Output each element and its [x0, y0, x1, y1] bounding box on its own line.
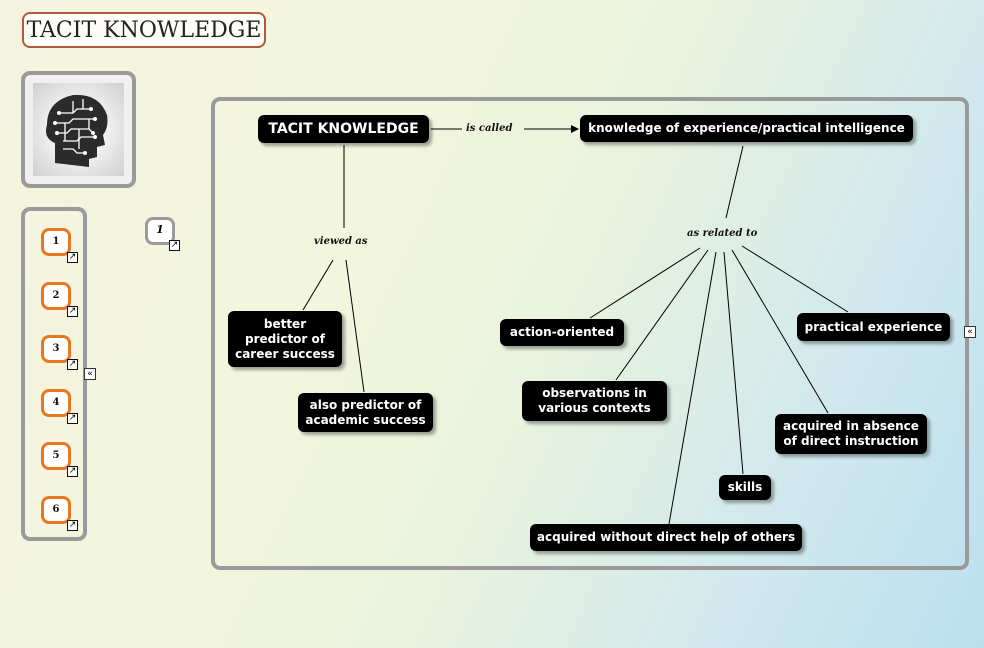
nav-item-5[interactable]: 5 [41, 442, 71, 470]
external-link-icon[interactable]: ↗ [67, 520, 78, 531]
nav-item-3[interactable]: 3 [41, 335, 71, 363]
nav-item-6[interactable]: 6 [41, 496, 71, 524]
concept-observations[interactable]: observations in various contexts [522, 381, 667, 421]
nav-item-4[interactable]: 4 [41, 389, 71, 417]
external-link-icon[interactable]: ↗ [169, 240, 180, 251]
link-viewed-as: viewed as [314, 236, 368, 247]
link-as-related-to: as related to [687, 228, 758, 239]
external-link-icon[interactable]: ↗ [67, 252, 78, 263]
image-panel [21, 71, 136, 188]
concept-academic-success[interactable]: also predictor of academic success [298, 393, 433, 432]
page-title: TACIT KNOWLEDGE [22, 12, 266, 48]
concept-acquired-in-absence[interactable]: acquired in absence of direct instructio… [775, 414, 927, 454]
collapse-right-icon[interactable]: « [964, 326, 976, 338]
nav-item-label: 1 [52, 236, 60, 247]
section-nav-panel: 1 ↗ 2 ↗ 3 ↗ 4 ↗ 5 ↗ 6 ↗ [21, 207, 87, 541]
concept-action-oriented[interactable]: action-oriented [500, 319, 624, 346]
external-link-icon[interactable]: ↗ [67, 466, 78, 477]
nav-item-1[interactable]: 1 [41, 228, 71, 256]
circuit-head-icon [33, 83, 124, 176]
nav-item-label: 4 [52, 397, 60, 408]
page-number-label: 1 [156, 223, 164, 236]
nav-item-label: 5 [52, 450, 60, 461]
concept-acquired-without-help[interactable]: acquired without direct help of others [530, 524, 802, 551]
external-link-icon[interactable]: ↗ [67, 306, 78, 317]
concept-tacit-knowledge[interactable]: TACIT KNOWLEDGE [258, 115, 429, 143]
nav-item-label: 6 [52, 504, 60, 515]
external-link-icon[interactable]: ↗ [67, 359, 78, 370]
link-is-called: is called [466, 123, 513, 134]
nav-item-label: 3 [52, 343, 60, 354]
concept-skills[interactable]: skills [719, 475, 771, 500]
collapse-left-icon[interactable]: « [84, 368, 96, 380]
nav-item-label: 2 [52, 290, 60, 301]
external-link-icon[interactable]: ↗ [67, 413, 78, 424]
concept-better-predictor[interactable]: better predictor of career success [228, 311, 342, 367]
nav-item-2[interactable]: 2 [41, 282, 71, 310]
concept-knowledge-of-experience[interactable]: knowledge of experience/practical intell… [580, 115, 913, 142]
concept-practical-experience[interactable]: practical experience [797, 313, 950, 341]
